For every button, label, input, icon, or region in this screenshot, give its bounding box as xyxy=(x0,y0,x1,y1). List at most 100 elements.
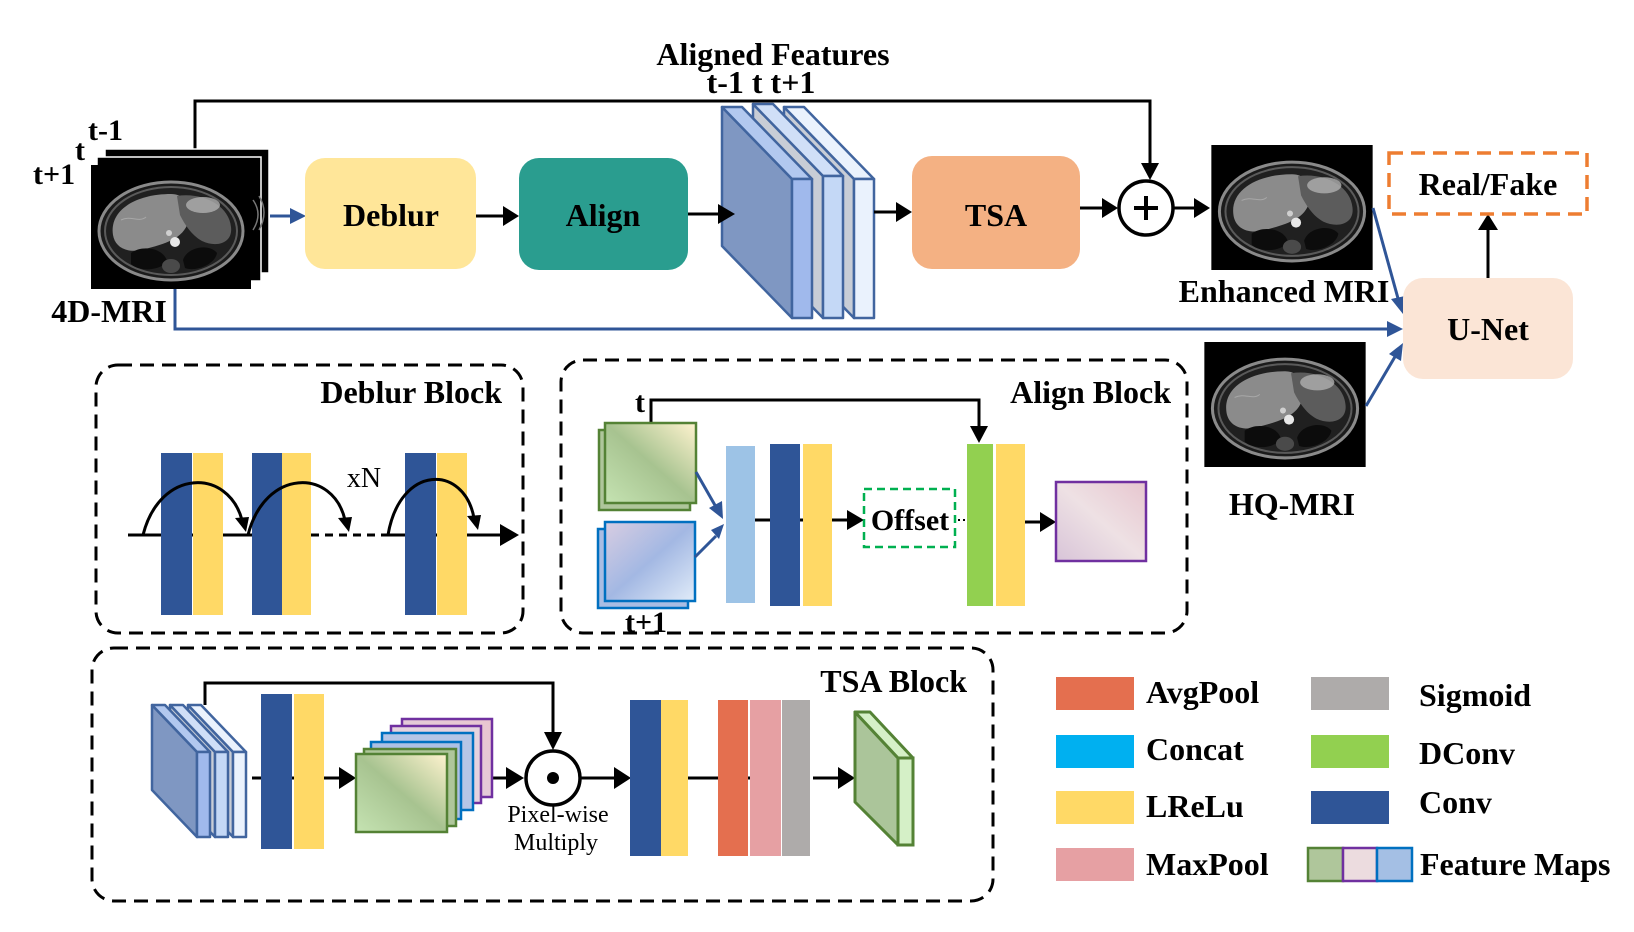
add-operator xyxy=(1117,179,1175,237)
arrowhead xyxy=(1389,343,1403,361)
multiply-label-line1: Pixel-wise xyxy=(507,802,608,828)
legend-swatch xyxy=(1056,791,1134,824)
conv-layer xyxy=(261,694,292,849)
arrowhead xyxy=(500,524,519,546)
dot-icon xyxy=(547,772,559,784)
frame-label-next: t+1 xyxy=(33,158,75,191)
input-to-unet-line xyxy=(173,289,1390,331)
lrelu-layer xyxy=(294,694,324,849)
legend-item-conv: Conv xyxy=(1311,784,1492,824)
lrelu-layer xyxy=(193,453,223,615)
output-feature-slab xyxy=(853,710,915,847)
legend-swatch xyxy=(1056,848,1134,881)
enhanced-to-unet-line xyxy=(1371,207,1401,303)
arrowhead xyxy=(838,767,855,789)
legend-label: LReLu xyxy=(1146,788,1244,824)
arrowhead xyxy=(503,206,519,226)
legend-item-avgpool: AvgPool xyxy=(1056,674,1259,710)
aligned-features-frames: t-1 t t+1 xyxy=(707,64,816,100)
feature-map-t xyxy=(597,421,698,512)
unet-module-label: U-Net xyxy=(1447,311,1529,347)
legend-label: Concat xyxy=(1146,731,1244,767)
arrowhead xyxy=(339,767,356,789)
input-mri-stack xyxy=(89,148,270,289)
arrowhead xyxy=(1040,512,1056,532)
lrelu-layer xyxy=(437,453,467,615)
legend-swatch xyxy=(1311,791,1389,824)
legend-item-maxpool: MaxPool xyxy=(1056,846,1269,882)
arrowhead xyxy=(1391,296,1405,314)
lrelu-layer xyxy=(282,453,311,615)
legend-label: AvgPool xyxy=(1146,674,1259,710)
legend-item-dconv: DConv xyxy=(1311,735,1515,771)
frame-t-label: t xyxy=(635,386,645,419)
tsa-block: TSA Block xyxy=(90,646,995,903)
align-module xyxy=(519,158,688,270)
legend-swatch-green xyxy=(1306,846,1345,883)
discriminator-output-box xyxy=(1387,151,1589,216)
offset-label: Offset xyxy=(871,504,949,537)
tsa-block-title: TSA Block xyxy=(820,663,967,699)
residual-arc xyxy=(141,481,244,536)
skip-connection-line xyxy=(193,99,1152,166)
legend-label: Feature Maps xyxy=(1420,846,1610,882)
arrowhead xyxy=(544,732,562,750)
input-label: 4D-MRI xyxy=(51,293,167,329)
attention-map-stack xyxy=(354,717,494,834)
maxpool-layer xyxy=(750,700,781,856)
legend-label: DConv xyxy=(1419,735,1515,771)
tsa-block-frame xyxy=(90,646,995,903)
avgpool-layer xyxy=(718,700,748,856)
legend-label: Conv xyxy=(1419,784,1492,820)
hq-mri-image xyxy=(1204,342,1366,467)
arrowhead xyxy=(1478,214,1498,230)
pixel-wise-multiply-operator xyxy=(524,749,582,807)
concat-layer xyxy=(726,446,755,603)
arrowhead xyxy=(896,202,912,222)
feature-slab-t-minus-1 xyxy=(720,105,814,320)
legend-swatch-pink xyxy=(1341,846,1379,883)
conv-layer xyxy=(405,453,436,615)
conv-layer xyxy=(630,700,661,856)
arrowhead xyxy=(614,767,631,789)
align-block: Align Block t t+1 Offset xyxy=(559,358,1189,639)
lrelu-layer xyxy=(996,444,1025,606)
legend-item-concat: Concat xyxy=(1056,731,1244,768)
feature-map-t-plus-1 xyxy=(596,520,697,610)
legend-swatch xyxy=(1056,735,1134,768)
arrowhead xyxy=(718,204,735,224)
sigmoid-layer xyxy=(782,700,810,856)
deblur-module xyxy=(305,158,476,269)
legend-swatch xyxy=(1311,735,1389,768)
legend-item-sigmoid: Sigmoid xyxy=(1311,677,1531,713)
conv-layer xyxy=(770,444,800,606)
multiply-label-line2: Multiply xyxy=(514,830,598,856)
aligned-features-title: Aligned Features xyxy=(656,36,889,72)
input-feature-stack xyxy=(150,703,248,839)
conv-layer xyxy=(161,453,192,615)
arrowhead xyxy=(1194,198,1210,218)
arrowhead xyxy=(1102,198,1118,218)
conv-layer xyxy=(252,453,282,615)
legend-swatch xyxy=(1311,677,1389,710)
mri-frame-front xyxy=(89,165,253,289)
align-block-title: Align Block xyxy=(1010,374,1171,410)
legend-label: MaxPool xyxy=(1146,846,1269,882)
input-arrowhead xyxy=(290,208,306,224)
arrowhead xyxy=(1387,321,1403,337)
legend-swatch xyxy=(1056,677,1134,710)
arrowhead xyxy=(506,767,524,789)
residual-arc xyxy=(246,481,347,536)
legend-item-lrelu: LReLu xyxy=(1056,788,1244,824)
hq-to-unet-line xyxy=(1364,354,1398,407)
repeat-label: xN xyxy=(347,463,381,494)
align-block-frame xyxy=(559,358,1189,635)
frame-label-prev: t-1 xyxy=(88,114,123,147)
offset-box xyxy=(862,487,957,549)
skip-arrowhead xyxy=(1141,163,1159,180)
legend: AvgPool Concat LReLu MaxPool Sigmoid DCo… xyxy=(1056,674,1610,883)
feature-slab xyxy=(150,703,212,839)
deblur-block-title: Deblur Block xyxy=(320,374,502,410)
residual-arc xyxy=(386,478,476,536)
